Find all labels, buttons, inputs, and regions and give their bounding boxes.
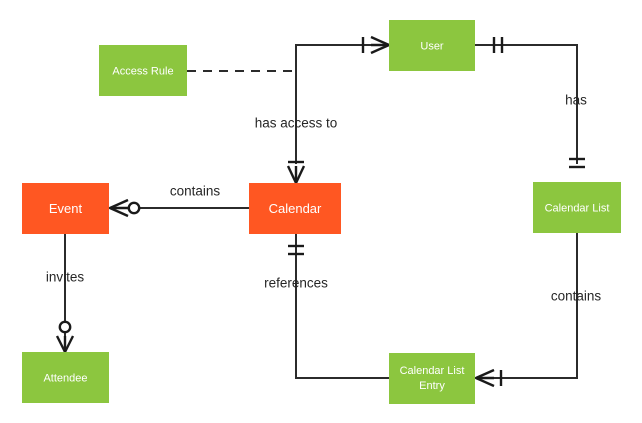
entity-box (533, 182, 621, 233)
connector-calendar-list-contains-entry[interactable] (475, 233, 578, 388)
entity-calendar[interactable]: Calendar (249, 183, 341, 234)
connector-user-has-access-to-calendar[interactable] (286, 35, 390, 184)
cardinality-marker-exactly-one-calendar-list (569, 157, 585, 169)
cardinality-marker-zero-or-many-attendee (55, 320, 75, 353)
relationship-label-contains-list-entry: contains (551, 289, 602, 304)
entity-access-rule[interactable]: Access Rule (99, 45, 187, 96)
entity-label: Calendar (269, 201, 322, 216)
cardinality-marker-many-user (361, 35, 390, 55)
cardinality-marker-many-calendar (286, 160, 306, 184)
entity-box (389, 353, 475, 404)
relationship-label-references: references (264, 276, 328, 291)
relationship-label-has: has (565, 93, 587, 108)
entity-label: Access Rule (112, 65, 173, 77)
connector-event-contains-calendar[interactable] (109, 198, 249, 218)
entity-attendee[interactable]: Attendee (22, 352, 109, 403)
connector-line (475, 44, 578, 164)
entity-label: Calendar List (545, 202, 610, 214)
entity-box (99, 45, 187, 96)
connector-user-has-calendar-list[interactable] (475, 37, 585, 169)
connector-event-invites-attendee[interactable] (55, 234, 75, 353)
relationship-label-has-access-to: has access to (255, 116, 338, 131)
entity-label: Event (49, 201, 83, 216)
entity-box (249, 183, 341, 234)
connector-line (475, 233, 578, 379)
connector-line (295, 234, 389, 379)
entity-label-line2: Entry (419, 380, 445, 392)
entity-user[interactable]: User (389, 20, 475, 71)
connector-calendar-references-entry[interactable] (288, 234, 389, 379)
entity-box (22, 352, 109, 403)
relationship-label-invites: invites (46, 270, 85, 285)
entity-event[interactable]: Event (22, 183, 109, 234)
cardinality-marker-exactly-one-calendar-bottom (288, 244, 304, 256)
entity-calendar-list[interactable]: Calendar List (533, 182, 621, 233)
entity-box (389, 20, 475, 71)
cardinality-marker-one-to-many-entry (475, 368, 503, 388)
entity-label: User (420, 40, 444, 52)
cardinality-marker-exactly-one-user (492, 37, 504, 53)
relationship-label-contains-event-calendar: contains (170, 184, 221, 199)
connector-line (295, 44, 389, 164)
entity-label-line1: Calendar List (400, 365, 465, 377)
entity-calendar-list-entry[interactable]: Calendar List Entry (389, 353, 475, 404)
entity-box (22, 183, 109, 234)
entity-label: Attendee (43, 372, 87, 384)
cardinality-marker-zero-or-many-event (109, 198, 141, 218)
